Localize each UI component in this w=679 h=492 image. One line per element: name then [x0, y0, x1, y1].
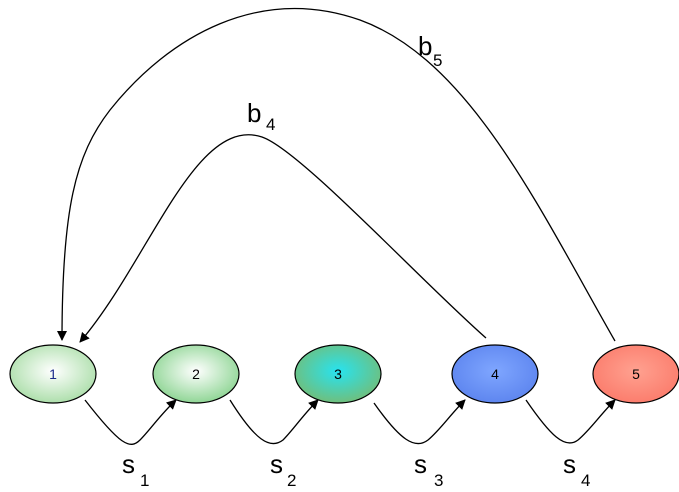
edge-s4 [525, 399, 616, 444]
node-3-label: 3 [334, 366, 342, 382]
label-s2: s 2 [270, 449, 296, 490]
node-1: 1 [9, 344, 97, 404]
label-s4-sub: 4 [581, 471, 590, 490]
node-5: 5 [592, 344, 679, 404]
label-b5-main: b [418, 31, 432, 61]
edge-s3 [373, 399, 466, 445]
node-2-shape [152, 344, 240, 404]
label-b4-main: b [247, 98, 261, 128]
label-s4-main: s [563, 449, 576, 479]
node-4-label: 4 [491, 366, 499, 382]
node-5-label: 5 [632, 366, 640, 382]
node-2: 2 [152, 344, 240, 404]
label-s3: s 3 [414, 449, 443, 490]
node-5-shape [592, 344, 679, 404]
label-s1-sub: 1 [140, 471, 149, 490]
label-s3-sub: 3 [434, 471, 443, 490]
label-b5: b 5 [418, 31, 442, 70]
node-3: 3 [294, 344, 382, 404]
node-1-shape [9, 344, 97, 404]
label-b5-sub: 5 [433, 51, 442, 70]
label-s4: s 4 [563, 449, 590, 490]
label-s1: s 1 [122, 449, 149, 490]
edge-b4 [79, 134, 487, 343]
edge-s2 [229, 399, 319, 445]
node-3-shape [294, 344, 382, 404]
node-4-shape [451, 344, 539, 404]
label-s3-main: s [414, 449, 427, 479]
edge-s1 [84, 399, 177, 445]
label-s2-main: s [270, 449, 283, 479]
node-4: 4 [451, 344, 539, 404]
edge-b5 [57, 7, 616, 342]
label-b4: b 4 [247, 98, 275, 134]
label-b4-sub: 4 [266, 115, 275, 134]
label-s2-sub: 2 [287, 471, 296, 490]
node-1-label: 1 [49, 366, 57, 382]
label-s1-main: s [122, 449, 135, 479]
node-2-label: 2 [192, 366, 200, 382]
